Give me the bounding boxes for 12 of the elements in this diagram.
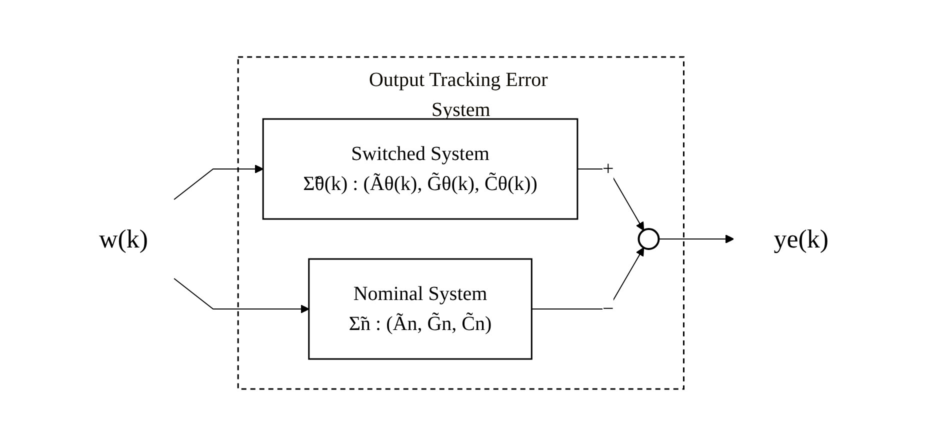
node-text: ye(k) [774,224,829,253]
arrow [658,234,734,243]
arrow [174,278,310,313]
edge-label: + [602,158,614,180]
node-box: Switched System Σ̃θ(k) : (Ãθ(k), G̃θ(k), C̃θ(k)) [262,118,578,220]
node-circle [638,228,660,250]
arrow [174,164,264,200]
arrow [577,168,644,230]
node-box: Nominal System Σ̃n : (Ãn, G̃n, C̃n) [308,258,533,360]
arrow [531,246,644,309]
node-text: w(k) [99,224,148,253]
edge-label: − [602,298,614,320]
